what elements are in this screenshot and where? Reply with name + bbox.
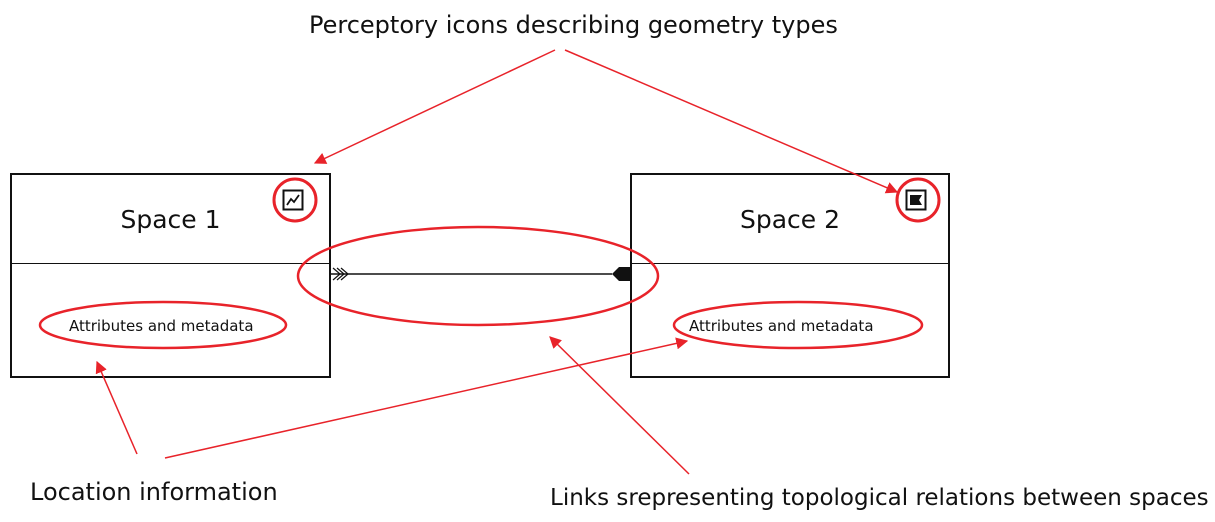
links-caption: Links srepresenting topological relation… (550, 485, 1209, 511)
link-end-marker (612, 267, 630, 281)
location-caption: Location information (30, 478, 278, 506)
space-2-title: Space 2 (632, 175, 948, 264)
space-2-attributes: Attributes and metadata (689, 317, 874, 335)
topological-link[interactable] (331, 267, 630, 281)
icons-caption: Perceptory icons describing geometry typ… (309, 11, 838, 39)
space-2-body: Attributes and metadata (632, 264, 948, 376)
space-2-box[interactable]: Space 2 Attributes and metadata (630, 173, 950, 378)
line-geometry-icon (282, 189, 304, 211)
space-1-box[interactable]: Space 1 Attributes and metadata (10, 173, 331, 378)
arrow-to-icon-1 (313, 49, 556, 164)
space-1-body: Attributes and metadata (12, 264, 329, 376)
polygon-geometry-icon (905, 189, 927, 211)
space-1-title: Space 1 (12, 175, 329, 264)
space-1-attributes: Attributes and metadata (69, 317, 254, 335)
link-start-marker (332, 267, 349, 281)
arrow-to-icon-2 (564, 49, 899, 194)
link-highlight (296, 225, 660, 327)
